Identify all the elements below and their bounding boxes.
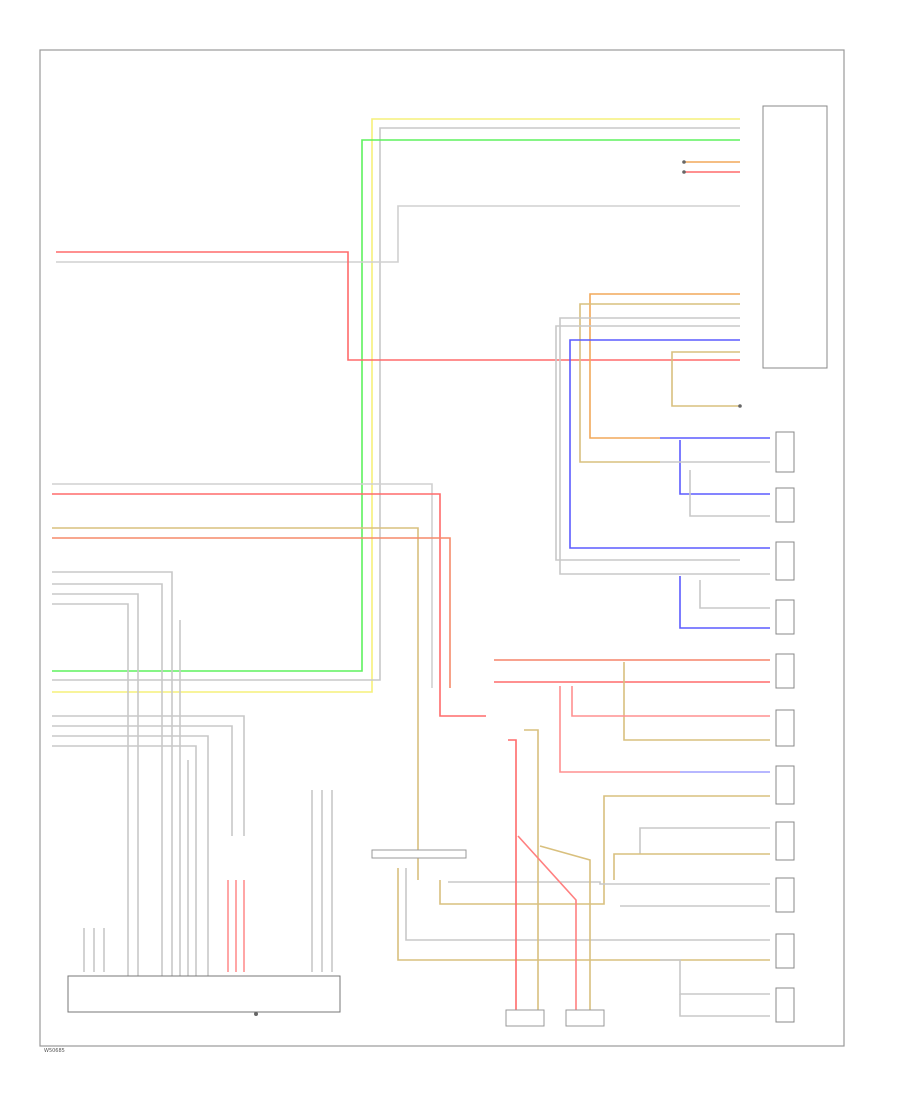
- connector-dots: [254, 160, 742, 1016]
- wire-red-3: [571, 686, 770, 717]
- wire-gray-8: [639, 827, 770, 854]
- wire-orange-left-1: [52, 537, 451, 688]
- wire-yellow-top: [52, 118, 740, 693]
- wire-blue-3: [679, 440, 770, 495]
- wire-gray-5: [689, 470, 770, 517]
- wire-green-top: [52, 139, 740, 672]
- wire-tan-1: [579, 303, 740, 463]
- radio-connector: [762, 105, 828, 369]
- wire-tan-5: [613, 853, 770, 880]
- ground-block: [371, 849, 467, 859]
- amp-red-stubs: [227, 880, 245, 972]
- wire-red-4: [559, 686, 680, 773]
- wire-tan-2: [671, 351, 740, 407]
- wire-blue-1: [569, 339, 740, 549]
- wire-gray-left-1: [52, 483, 433, 688]
- wire-gray-top: [52, 127, 740, 681]
- wire-red-6: [517, 835, 577, 1010]
- front-speaker-left: [505, 1009, 545, 1027]
- wire-blue-5: [679, 576, 770, 629]
- wire-tan-left-1: [52, 527, 419, 880]
- wire-red-left-1: [52, 493, 486, 717]
- wire-gray-7: [699, 580, 770, 609]
- wire-gray-3: [555, 325, 740, 561]
- wire-tan-8: [539, 845, 591, 1010]
- amplifier-module: [67, 975, 341, 1013]
- wire-gray-mid: [56, 205, 740, 263]
- wire-tan-3: [623, 662, 770, 741]
- wire-gray-12: [660, 959, 770, 995]
- wire-tan-6: [397, 868, 770, 961]
- wire-orange-1: [589, 293, 740, 439]
- footer-code: W50685: [44, 1048, 65, 1054]
- front-speaker-right: [565, 1009, 605, 1027]
- wire-tan-7: [524, 729, 539, 1010]
- left-bundle: [52, 571, 245, 978]
- amp-gray-stubs: [83, 790, 333, 972]
- wire-red-long: [56, 251, 740, 361]
- diagram-frame: [39, 49, 845, 1047]
- wire-tan-4: [439, 795, 770, 905]
- wire-gray-9: [448, 881, 770, 885]
- wire-gray-13: [679, 994, 770, 1017]
- wire-red-5: [508, 739, 517, 1010]
- wire-gray-11: [405, 868, 770, 941]
- wire-gray-2: [559, 317, 740, 575]
- speaker-boxes: [775, 431, 795, 1023]
